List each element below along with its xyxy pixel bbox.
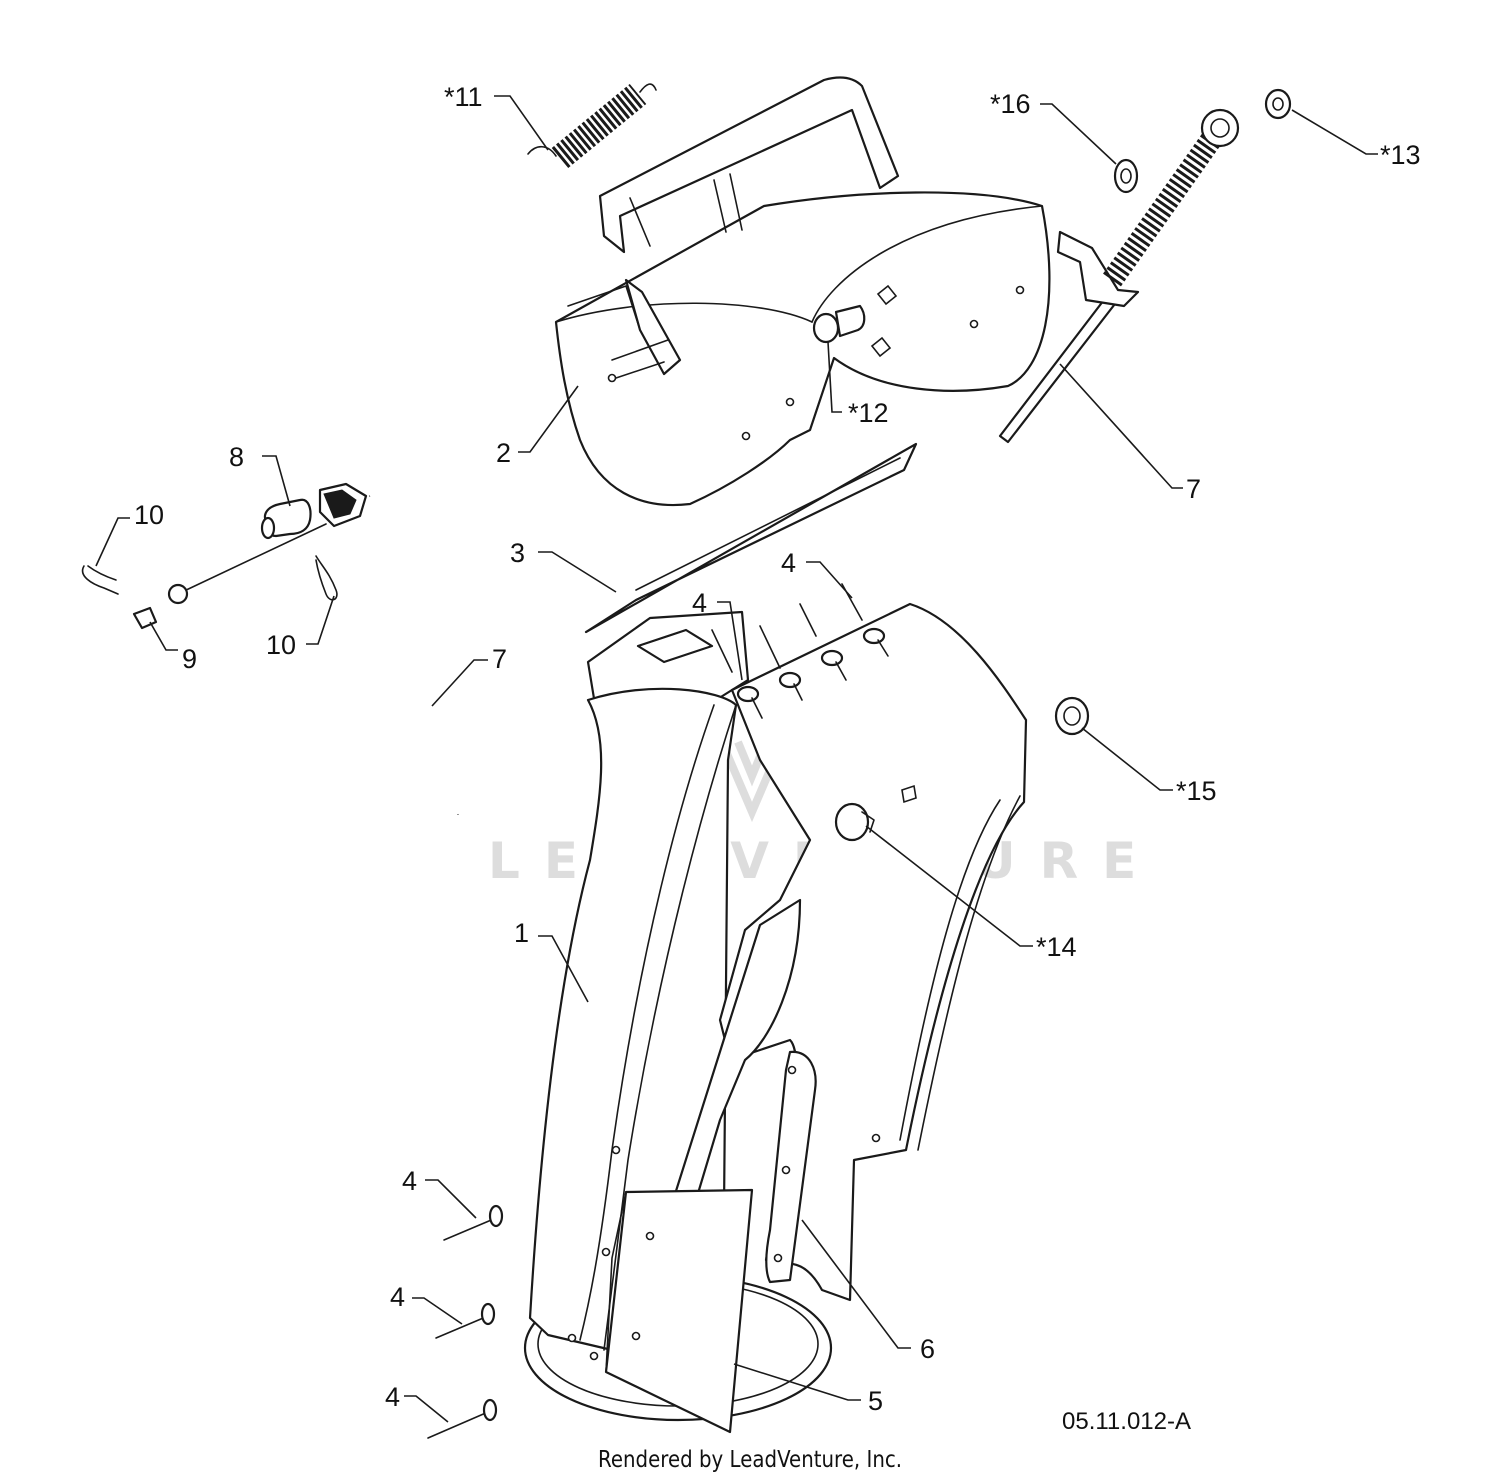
hairpin-clip-left xyxy=(81,565,119,595)
callout-14: *14 xyxy=(1036,932,1077,962)
callout-6: 6 xyxy=(920,1334,935,1364)
render-credit: Rendered by LeadVenture, Inc. xyxy=(598,1447,903,1473)
leader-lines xyxy=(95,95,1378,1423)
callout-13: *13 xyxy=(1380,140,1421,170)
callout-12: *12 xyxy=(848,398,889,428)
chute-top-rivets xyxy=(736,627,889,719)
cable-lower xyxy=(167,482,460,815)
callout-7-left: 7 xyxy=(492,644,507,674)
cable-upper xyxy=(998,108,1240,444)
callout-4-low-3: 4 xyxy=(385,1382,400,1412)
drawing-reference-code: 05.11.012-A xyxy=(1062,1408,1191,1435)
callout-10-left: 10 xyxy=(134,500,164,530)
rivet-group-lower xyxy=(427,1204,504,1439)
cable-end-cap xyxy=(132,606,158,630)
cable-spring xyxy=(1103,123,1227,287)
deflector-pivot xyxy=(812,312,840,344)
lower-chute-assembly xyxy=(523,583,1028,1434)
callout-1: 1 xyxy=(514,918,529,948)
chute-strip-bracket xyxy=(765,1050,817,1284)
hairpin-clip-right xyxy=(315,555,338,601)
callout-15: *15 xyxy=(1176,776,1217,806)
callout-16: *16 xyxy=(990,89,1031,119)
callout-9: 9 xyxy=(182,644,197,674)
lock-nut-15 xyxy=(1054,696,1090,736)
washer-16 xyxy=(1113,158,1139,194)
deflector-bracket-loop xyxy=(598,76,900,254)
chute-front-plate xyxy=(604,1188,754,1434)
callout-8: 8 xyxy=(229,442,244,472)
callout-2: 2 xyxy=(496,438,511,468)
deflector-assembly xyxy=(554,76,1051,507)
callout-11: *11 xyxy=(444,82,483,112)
callout-4-low-1: 4 xyxy=(402,1166,417,1196)
spring-11 xyxy=(527,83,657,169)
callout-labels: *11 2 3 8 10 9 10 7 4 4 *16 *13 7 *12 *1… xyxy=(134,82,1421,1416)
callout-5: 5 xyxy=(868,1386,883,1416)
carriage-bolt-14 xyxy=(834,802,870,842)
callout-7-right: 7 xyxy=(1186,474,1201,504)
callout-4-mid-right: 4 xyxy=(781,548,796,578)
deflector-body xyxy=(554,191,1051,507)
callout-3: 3 xyxy=(510,538,525,568)
callout-4-mid-left: 4 xyxy=(692,588,707,618)
nut-13 xyxy=(1264,88,1292,120)
callout-10-right: 10 xyxy=(266,630,296,660)
callout-4-low-2: 4 xyxy=(390,1282,405,1312)
